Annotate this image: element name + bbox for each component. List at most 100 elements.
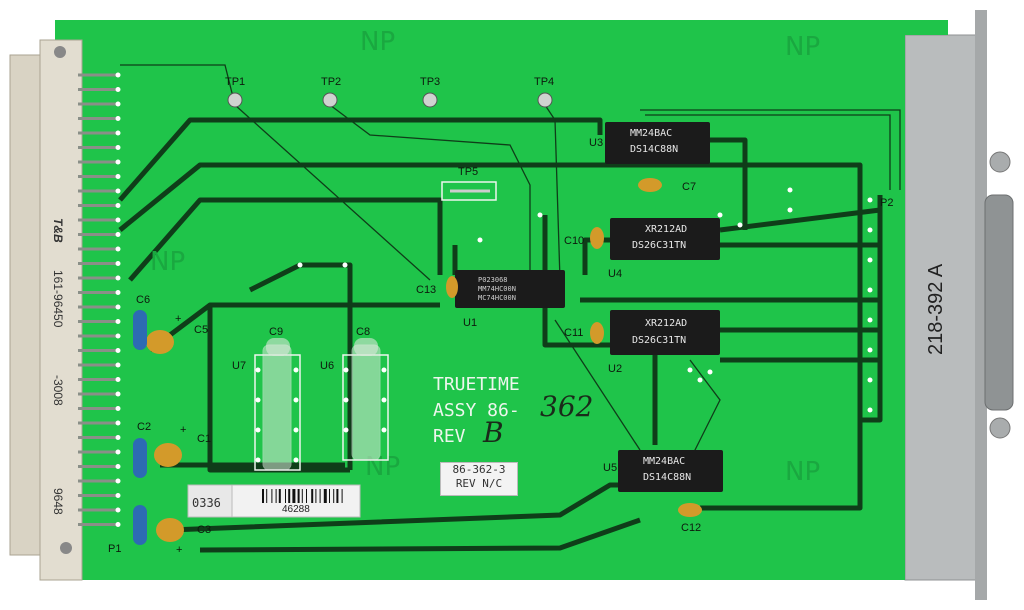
connector-pin-pad (115, 391, 121, 397)
rev-letter-handwritten: B (483, 416, 504, 449)
connector-pin-pad (115, 116, 121, 121)
connector-pin-pad (115, 362, 121, 368)
connector-pin-pad (115, 319, 121, 324)
ic-u1 (455, 270, 565, 308)
barcode-bar (341, 489, 343, 503)
svg-text:NP: NP (150, 247, 185, 277)
connector-pin-pad (115, 159, 121, 165)
connector-pin-pad (115, 130, 121, 136)
assy-text: ASSY 86- (433, 400, 520, 421)
via-hole (255, 367, 261, 373)
c9-label: C9 (269, 326, 284, 338)
barcode-bar (271, 489, 273, 503)
via-hole (787, 207, 793, 213)
barcode-bar (285, 489, 286, 503)
via-hole (293, 427, 299, 433)
barcode-bar (336, 489, 339, 503)
barcode-label (231, 484, 361, 518)
tag-code: 0336 (192, 496, 221, 510)
c3-label: C3 (197, 524, 212, 536)
connector-pin-pad (115, 72, 121, 78)
via-hole (737, 222, 743, 228)
via-hole (867, 317, 873, 323)
c5-label: C5 (194, 324, 209, 336)
connector-pin-pad (115, 304, 121, 310)
via-hole (255, 427, 261, 433)
assy-number-handwritten: 362 (540, 390, 594, 423)
connector-pin-pad (115, 522, 121, 527)
u2-marking-2: DS26C31TN (632, 335, 687, 346)
dsub-screw-top (989, 151, 1011, 173)
u4-marking-1: XR212AD (645, 224, 688, 235)
connector-pin-pad (115, 449, 121, 455)
u2-marking-1: XR212AD (645, 318, 688, 329)
connector-pin-pad (115, 348, 121, 353)
connector-pin-pad (115, 493, 121, 498)
c10-label: C10 (564, 235, 585, 247)
via-hole (343, 367, 349, 373)
via-hole (343, 427, 349, 433)
c1-label: C1 (197, 433, 212, 445)
left-connector-block-top (39, 39, 83, 581)
via-hole (867, 407, 873, 413)
connector-pin-pad (115, 290, 121, 295)
u4-marking-2: DS26C31TN (632, 240, 687, 251)
via-hole (343, 397, 349, 403)
connector-pin-pad (115, 507, 121, 513)
ic-u3 (605, 122, 710, 164)
right-part-number: 218-392 A (925, 263, 947, 355)
connector-pin-pad (115, 377, 121, 382)
barcode-bars (262, 489, 343, 503)
left-code-3: 9648 (51, 488, 65, 515)
barcode-bar (278, 489, 281, 503)
barcode-number: 46288 (282, 504, 310, 515)
via-holes (255, 187, 873, 463)
c12-label: C12 (681, 522, 702, 534)
barcode-bar (333, 489, 335, 503)
via-hole (381, 397, 387, 403)
connector-pin-pad (115, 261, 121, 266)
u3-marking-2: DS14C88N (630, 144, 679, 155)
left-code-2: -3008 (51, 375, 65, 406)
u1-marking-2: MM74HC00N (478, 285, 516, 293)
via-hole (687, 367, 693, 373)
u2-label: U2 (608, 363, 623, 375)
barcode-bar (323, 489, 327, 503)
connector-pin-pad (115, 87, 121, 92)
u5-marking-2: DS14C88N (643, 472, 692, 483)
connector-pin-pad (115, 203, 121, 208)
via-hole (867, 347, 873, 353)
tp4-label: TP4 (534, 76, 555, 88)
tp2-label: TP2 (321, 76, 342, 88)
via-hole (342, 262, 348, 268)
barcode-bar (288, 489, 291, 503)
left-code-1: 161-96450 (51, 270, 65, 328)
truetime-text: TRUETIME (433, 374, 520, 395)
connector-pin-pad (115, 188, 121, 194)
via-hole (717, 212, 723, 218)
via-hole (707, 369, 713, 375)
via-hole (293, 367, 299, 373)
via-hole (381, 367, 387, 373)
u1-marking-3: MC74HC00N (478, 294, 516, 302)
via-hole (293, 457, 299, 463)
u1-label: U1 (463, 317, 478, 329)
c13-label: C13 (416, 284, 437, 296)
barcode-bar (275, 489, 277, 503)
ceramic-caps (146, 178, 702, 542)
c8-label: C8 (356, 326, 371, 338)
barcode-bar (315, 489, 317, 503)
connector-pin-pad (115, 478, 121, 484)
sticker-line-1: 86-362-3 (452, 463, 506, 476)
connector-pin-pad (115, 145, 121, 150)
u6-label: U6 (320, 360, 335, 372)
u1-marking-1: P023068 (478, 276, 508, 284)
connector-pin-pad (115, 435, 121, 440)
connector-pin-pad (115, 217, 121, 223)
via-hole (867, 377, 873, 383)
c3-plus: + (176, 544, 183, 556)
svg-text:NP: NP (785, 32, 820, 62)
ic-u4 (610, 218, 720, 260)
barcode-bar (266, 489, 268, 503)
